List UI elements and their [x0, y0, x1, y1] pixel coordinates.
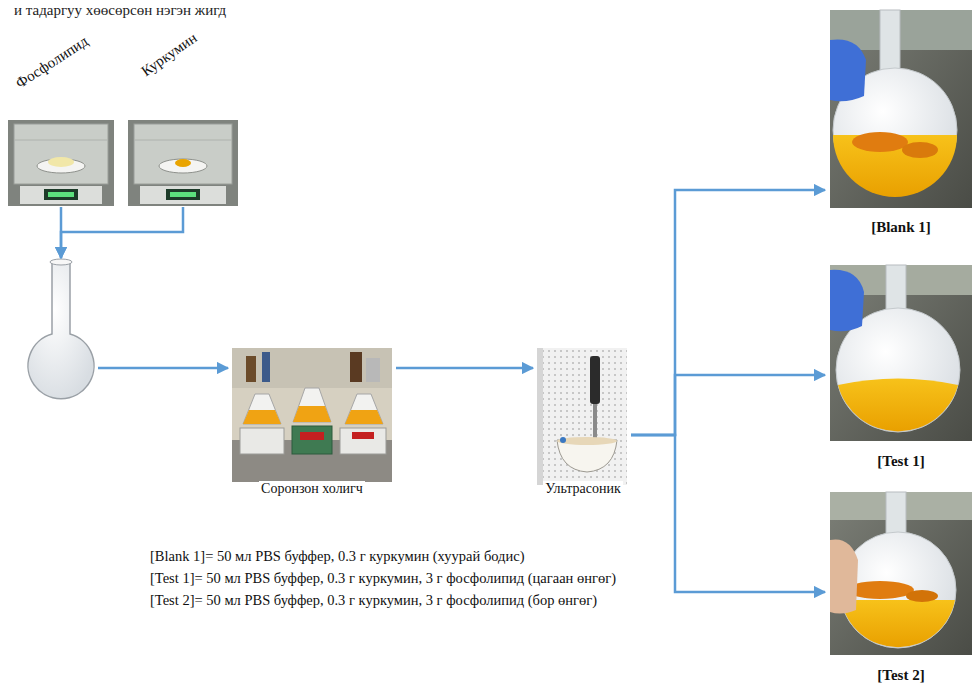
flow-arrow — [631, 435, 825, 592]
photo-caption: Ультрасоник — [543, 481, 623, 498]
flask-photo — [830, 265, 972, 441]
flow-arrow — [631, 190, 825, 435]
sample-note: [Test 1]= 50 мл PBS буффер, 0.3 г куркум… — [150, 568, 616, 588]
photo-caption: [Blank 1] — [869, 218, 933, 236]
flask-photo — [830, 10, 972, 208]
balance-photo-box: Куркумин — [128, 28, 238, 205]
photo-caption-box: Ультрасоник — [537, 348, 629, 500]
flask-box — [28, 260, 94, 404]
sample-note: [Blank 1]= 50 мл PBS буффер, 0.3 г курку… — [150, 546, 525, 566]
photo-caption: [Test 1] — [875, 452, 926, 470]
result-photo-box: [Test 2] — [828, 490, 974, 686]
balance-photo — [128, 120, 238, 206]
balance-photo-box: Фосфолипид — [8, 28, 114, 205]
result-photo-box: [Test 1] — [828, 262, 974, 472]
result-photo-box: [Blank 1] — [828, 8, 974, 238]
photo-caption-box: Соронзон холигч — [232, 348, 392, 500]
ingredient-label: Куркумин — [138, 29, 201, 80]
round-flask — [28, 259, 94, 399]
ultrasonic-photo — [537, 348, 627, 485]
sample-note: [Test 2]= 50 мл PBS буффер, 0.3 г куркум… — [150, 590, 597, 610]
photo-caption: [Test 2] — [875, 666, 926, 684]
flow-arrow — [98, 367, 228, 370]
flow-arrow — [396, 367, 533, 370]
flask-photo — [830, 492, 972, 655]
magnetic-stirrer-photo — [232, 348, 392, 482]
balance-photo — [8, 120, 114, 206]
cut-off-text: и тадаргуу хөөсөрсөн нэгэн жигд — [14, 0, 226, 20]
flow-arrow — [631, 375, 825, 435]
flow-arrow — [61, 207, 183, 258]
ingredient-label: Фосфолипид — [12, 32, 91, 92]
photo-caption: Соронзон холигч — [259, 481, 365, 498]
